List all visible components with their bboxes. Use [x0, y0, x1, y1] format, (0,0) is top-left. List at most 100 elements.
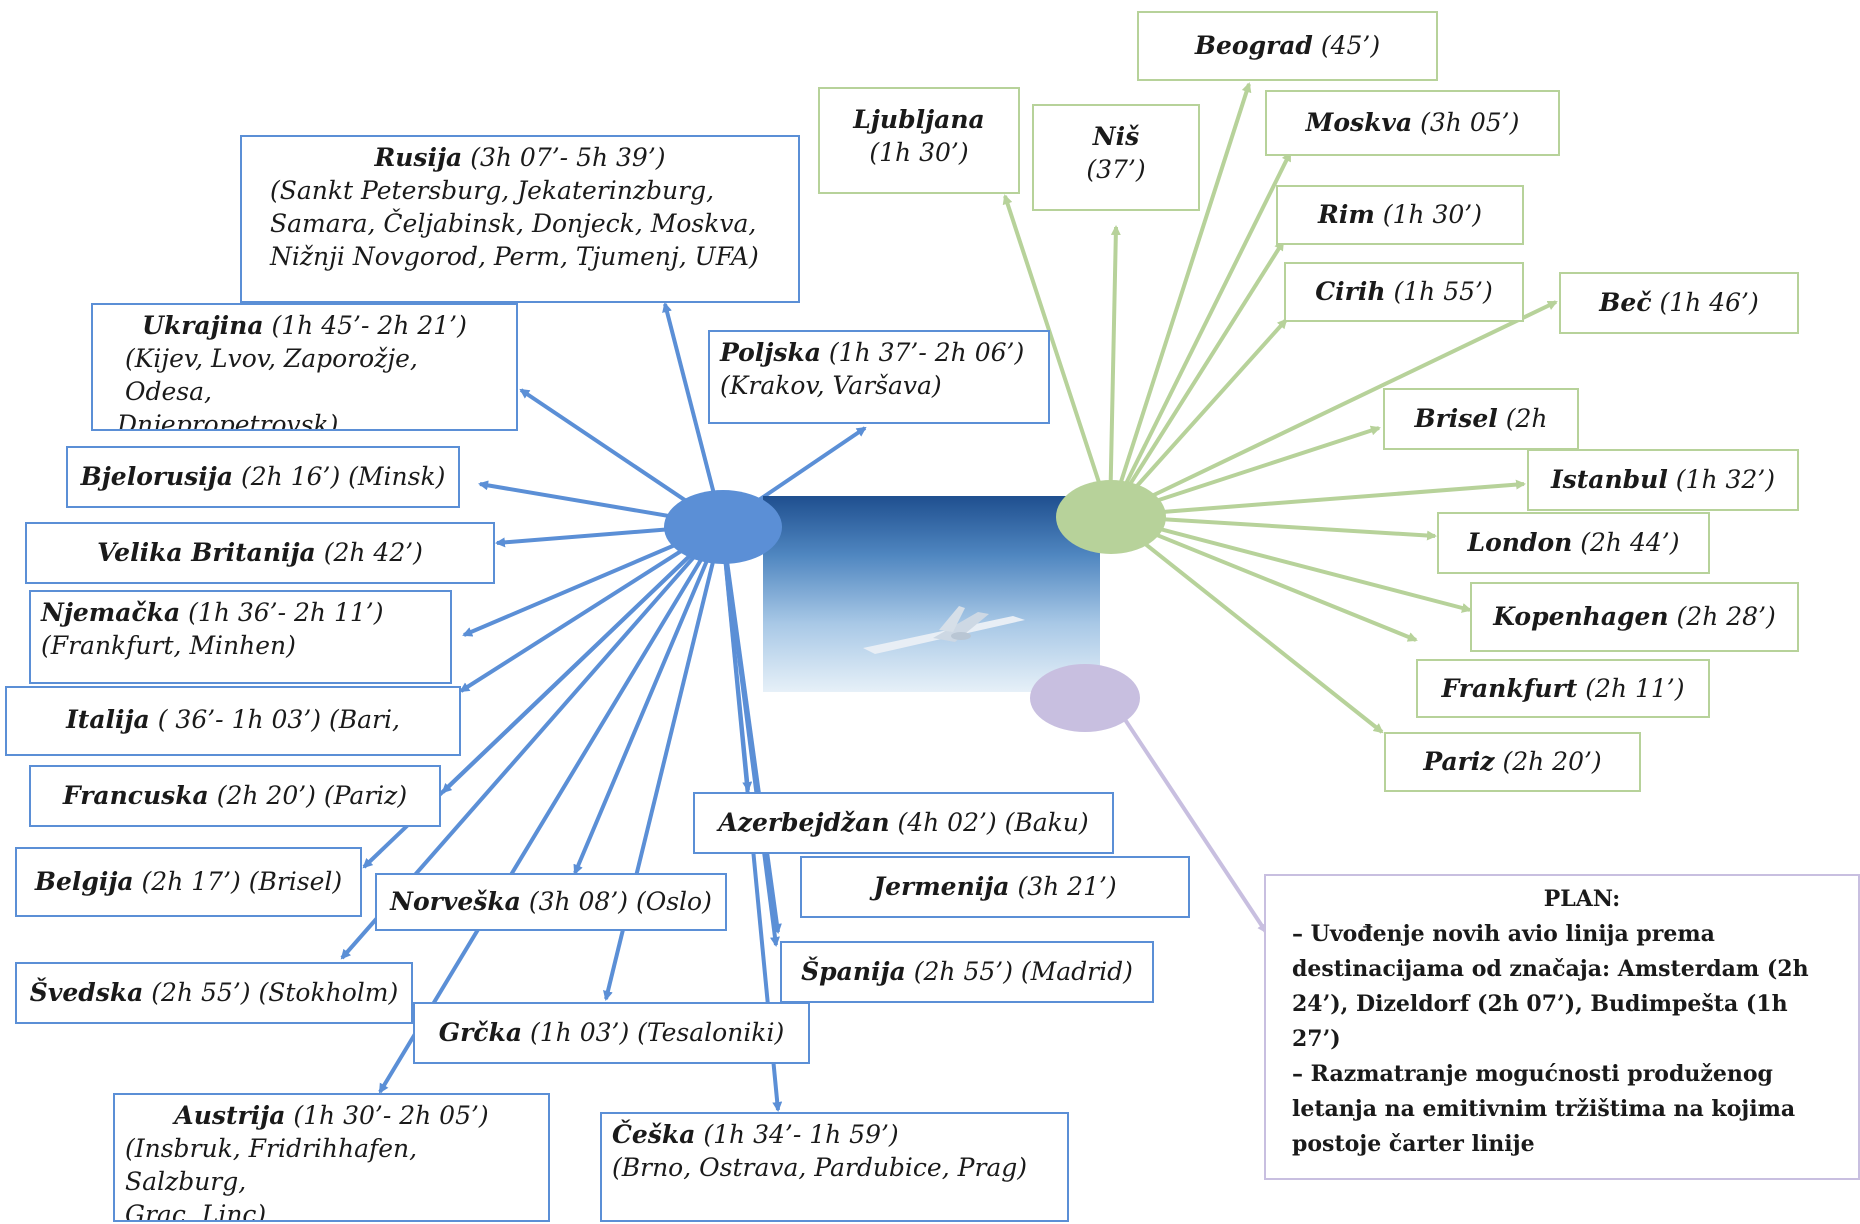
node-name: Njemačka	[41, 598, 181, 627]
node-name: Belgija	[34, 867, 134, 896]
node-istanbul: Istanbul (1h 32’)	[1527, 449, 1799, 511]
node-francuska: Francuska (2h 20’) (Pariz)	[29, 765, 441, 827]
node-time: (1h 03’) (Tesaloniki)	[529, 1018, 785, 1047]
node-time: (3h 07’- 5h 39’)	[470, 143, 666, 172]
node-ceska: Češka (1h 34’- 1h 59’) (Brno, Ostrava, P…	[600, 1112, 1069, 1222]
node-time: (1h 46’)	[1659, 288, 1759, 317]
arrow-to-ljubljana	[1002, 194, 1112, 517]
node-name: Kopenhagen	[1493, 602, 1669, 631]
arrow-to-pariz	[1108, 514, 1384, 734]
node-name: Rusija	[374, 143, 463, 172]
arrow-to-rim	[1108, 240, 1285, 518]
node-nis: Niš (37’)	[1032, 104, 1200, 211]
node-name: Ljubljana	[853, 105, 985, 134]
node-time: (4h 02’) (Baku)	[897, 808, 1089, 837]
node-london: London (2h 44’)	[1437, 512, 1710, 574]
node-bec: Beč (1h 46’)	[1559, 272, 1799, 334]
node-name: Švedska	[29, 978, 144, 1007]
node-detail: (Brno, Ostrava, Pardubice, Prag)	[612, 1153, 1028, 1182]
node-name: Španija	[801, 957, 906, 986]
arrow-to-italija	[459, 523, 724, 693]
node-time: (1h 37’- 2h 06’)	[828, 338, 1025, 367]
node-time: (1h 36’- 2h 11’)	[188, 598, 384, 627]
arrow-to-plan	[1114, 704, 1268, 934]
airplane-photo	[763, 496, 1100, 692]
node-name: Beograd	[1194, 31, 1313, 60]
node-poljska: Poljska (1h 37’- 2h 06’) (Krakov, Varšav…	[708, 330, 1050, 424]
node-time: (2h 42’) (London)	[323, 538, 423, 567]
node-time: ( 36’- 1h 03’) (Bari, Napoli)	[157, 705, 400, 734]
node-name: Pariz	[1423, 747, 1495, 776]
node-name: Austrija	[174, 1101, 286, 1130]
node-svedska: Švedska (2h 55’) (Stokholm)	[15, 962, 413, 1024]
airplane-icon	[863, 606, 1025, 654]
node-italija: Italija ( 36’- 1h 03’) (Bari, Napoli)	[5, 686, 461, 756]
node-norveska: Norveška (3h 08’) (Oslo)	[375, 873, 727, 931]
arrow-to-nis	[1108, 225, 1121, 517]
plan-line: – Razmatranje mogućnosti produženog	[1292, 1061, 1773, 1087]
node-time: (2h 55’) (Stokholm)	[151, 978, 399, 1007]
node-grcka: Grčka (1h 03’) (Tesaloniki)	[413, 1002, 810, 1064]
node-time: (2h 16’) (Minsk)	[241, 462, 446, 491]
plan-line: postoje čarter linije	[1292, 1131, 1535, 1157]
node-brisel: Brisel (2h 17’)	[1383, 388, 1579, 450]
node-time: (1h 55’)	[1393, 277, 1493, 306]
node-beograd: Beograd (45’)	[1137, 11, 1438, 81]
node-name: Bjelorusija	[80, 462, 234, 491]
node-time: (2h 20’)	[1502, 747, 1602, 776]
node-name: Norveška	[390, 887, 521, 916]
node-time: (2h 17’) (Brisel)	[141, 867, 343, 896]
node-detail: (Frankfurt, Minhen)	[41, 631, 296, 660]
arrow-to-kopenhagen	[1109, 514, 1472, 613]
node-rusija: Rusija (3h 07’- 5h 39’) (Sankt Petersbur…	[240, 135, 800, 303]
node-name: Francuska	[62, 781, 209, 810]
node-name: Rim	[1318, 200, 1375, 229]
node-time: (2h 44’)	[1580, 528, 1680, 557]
arrow-to-bec	[1109, 300, 1558, 518]
arrow-to-spanija	[720, 524, 780, 947]
node-time: (45’)	[1320, 31, 1381, 60]
node-time: (3h 05’)	[1420, 108, 1520, 137]
blue-hub	[664, 490, 782, 564]
node-name: Moskva	[1305, 108, 1413, 137]
plan-line: destinacijama od značaja: Amsterdam (2h	[1292, 956, 1809, 982]
node-name: Azerbejdžan	[718, 808, 890, 837]
node-name: Grčka	[438, 1018, 523, 1047]
arrow-to-istanbul	[1109, 479, 1526, 518]
green-hub	[1056, 480, 1166, 554]
node-time: (1h 34’- 1h 59’)	[703, 1120, 899, 1149]
node-spanija: Španija (2h 55’) (Madrid)	[780, 941, 1154, 1003]
node-name: Poljska	[720, 338, 821, 367]
node-detail: (Krakov, Varšava)	[720, 371, 942, 400]
plan-box: PLAN: – Uvođenje novih avio linija prema…	[1264, 874, 1860, 1180]
node-time: (3h 08’) (Oslo)	[528, 887, 712, 916]
node-rim: Rim (1h 30’)	[1276, 185, 1524, 245]
arrow-to-beograd	[1108, 82, 1252, 517]
node-ukrajina: Ukrajina (1h 45’- 2h 21’) (Kijev, Lvov, …	[91, 303, 518, 431]
node-name: Italija	[66, 705, 150, 734]
node-detail: (Kijev, Lvov, Zaporožje, Odesa,	[125, 344, 418, 406]
node-detail: Grac, Linc)	[125, 1200, 267, 1222]
node-name: Frankfurt	[1441, 674, 1578, 703]
plan-line: 24’), Dizeldorf (2h 07’), Budimpešta (1h…	[1292, 991, 1788, 1052]
node-azerbejdzan: Azerbejdžan (4h 02’) (Baku)	[693, 792, 1114, 854]
node-ljubljana: Ljubljana (1h 30’)	[818, 87, 1020, 194]
node-moskva: Moskva (3h 05’)	[1265, 90, 1560, 156]
node-name: Češka	[612, 1120, 696, 1149]
node-time: (37’)	[1086, 155, 1146, 184]
node-jermenija: Jermenija (3h 21’) (Jerevan)	[800, 856, 1190, 918]
node-name: Brisel	[1414, 404, 1498, 433]
plan-line: – Uvođenje novih avio linija prema	[1292, 921, 1715, 947]
node-time: (2h 20’) (Pariz)	[216, 781, 408, 810]
arrow-to-rusija	[662, 302, 724, 526]
node-name: London	[1467, 528, 1573, 557]
node-pariz: Pariz (2h 20’)	[1384, 732, 1641, 792]
node-time: (1h 45’- 2h 21’)	[271, 311, 467, 340]
node-time: (1h 30’)	[1382, 200, 1482, 229]
node-velika-britanija: Velika Britanija (2h 42’) (London)	[25, 522, 495, 584]
arrow-to-moskva	[1108, 151, 1292, 517]
node-time: (2h 11’)	[1585, 674, 1685, 703]
node-bjelorusija: Bjelorusija (2h 16’) (Minsk)	[66, 446, 460, 508]
node-detail: Nižnji Novgorod, Perm, Tjumenj, UFA)	[270, 242, 759, 271]
